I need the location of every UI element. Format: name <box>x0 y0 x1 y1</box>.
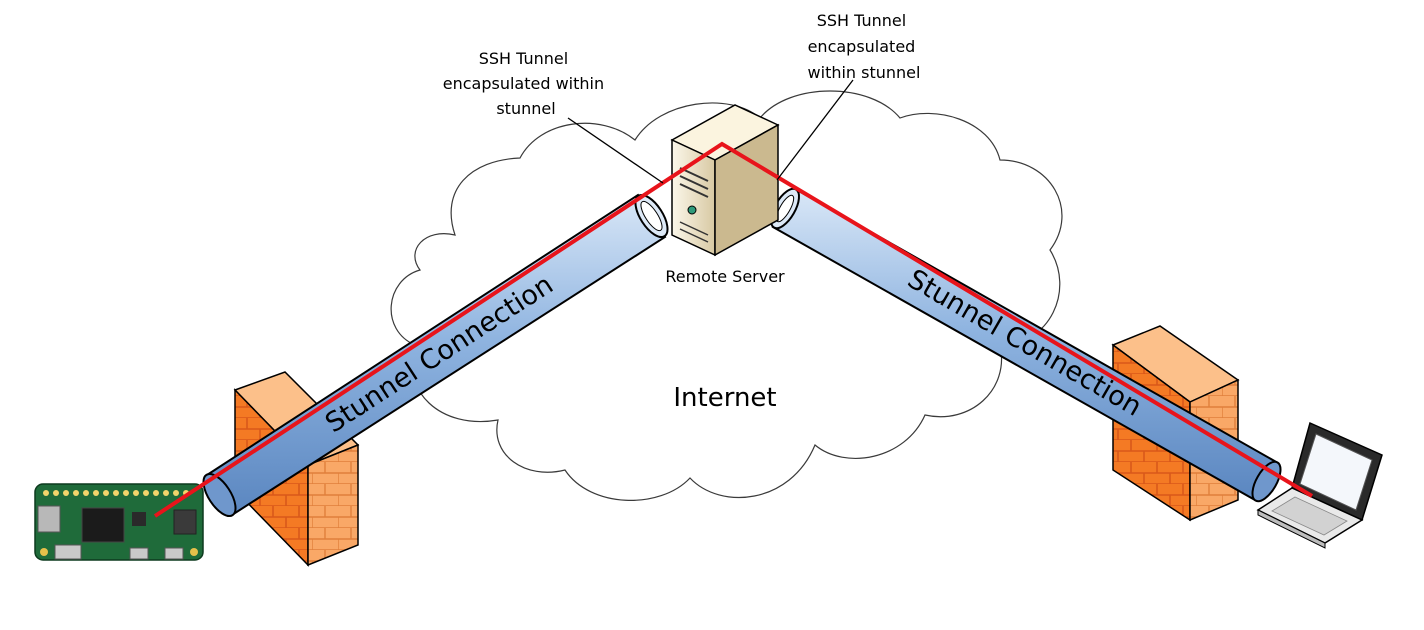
ssh-right-callout-line <box>776 79 854 181</box>
laptop-icon <box>1256 421 1383 549</box>
left-stunnel-tube <box>202 193 669 518</box>
ssh-right-label: SSH Tunnel encapsulated within stunnel <box>808 11 921 82</box>
ssh-left-label: SSH Tunnel encapsulated within stunnel <box>443 49 609 118</box>
raspberry-pi-zero-icon <box>34 483 204 561</box>
internet-label: Internet <box>673 383 776 413</box>
ssh-left-callout-line <box>567 117 664 184</box>
internet-cloud-icon <box>390 90 1063 501</box>
ssh-tunnel-line <box>153 141 1314 518</box>
remote-server-label: Remote Server <box>665 267 785 286</box>
right-stunnel-tube <box>770 187 1282 503</box>
